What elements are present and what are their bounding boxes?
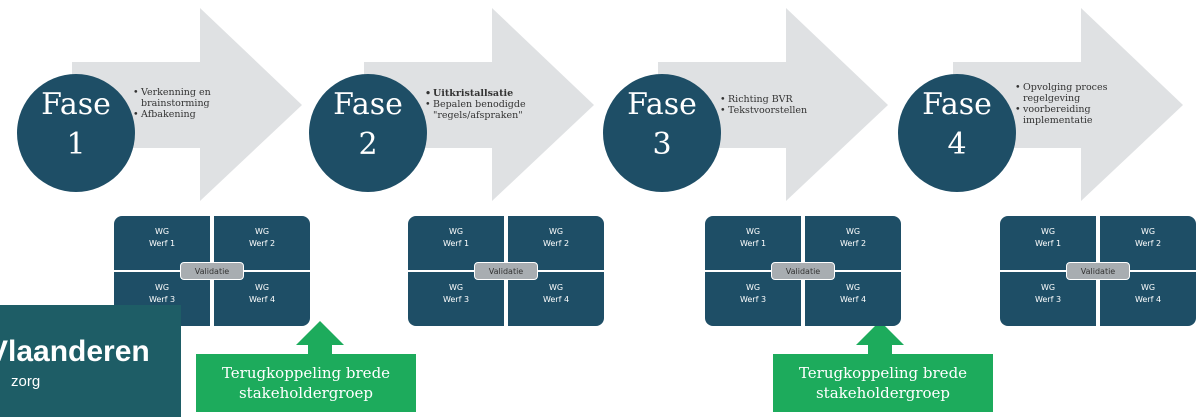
phase-3-bullet: Tekstvoorstellen: [720, 105, 840, 116]
feedback-line-1: Terugkoppeling brede: [798, 364, 968, 382]
validation-badge: Validatie: [1066, 262, 1130, 280]
phase-3-label: Fase: [627, 87, 697, 122]
feedback-line-1: Terugkoppeling brede: [221, 364, 391, 382]
phase-1-bullets: Verkenning en brainstorming Afbakening: [133, 87, 253, 120]
phase-3-circle: Fase 3: [603, 74, 721, 192]
feedback-up-arrow-2: [856, 321, 904, 356]
phase-4-label: Fase: [922, 87, 992, 122]
validation-badge: Validatie: [180, 262, 244, 280]
phase-4-bullet: Opvolging proces regelgeving: [1015, 82, 1125, 104]
validation-badge: Validatie: [771, 262, 835, 280]
phase-1-circle: Fase 1: [17, 74, 135, 192]
phase-2-bullet: Uitkristallsatie: [425, 88, 550, 99]
phase-3-bullet: Richting BVR: [720, 94, 840, 105]
phase-1-bullet: Afbakening: [133, 109, 253, 120]
feedback-line-2: stakeholdergroep: [815, 384, 951, 402]
phase-2-circle: Fase 2: [309, 74, 427, 192]
logo-name: Vlaanderen: [0, 335, 150, 368]
phase-4-bullets: Opvolging proces regelgeving voorbereidi…: [1015, 82, 1125, 126]
phase-1-bullet: Verkenning en brainstorming: [133, 87, 253, 109]
phase-4-circle: Fase 4: [898, 74, 1016, 192]
phase-4-bullet: voorbereiding implementatie: [1015, 104, 1125, 126]
logo-sub: zorg: [11, 373, 41, 390]
phase-2-label: Fase: [333, 87, 403, 122]
feedback-line-2: stakeholdergroep: [238, 384, 374, 402]
phase-3-bullets: Richting BVR Tekstvoorstellen: [720, 94, 840, 116]
phase-2-bullets: Uitkristallsatie Bepalen benodigde "rege…: [425, 88, 550, 121]
validation-badge: Validatie: [474, 262, 538, 280]
feedback-box-2: Terugkoppeling brede stakeholdergroep: [773, 354, 993, 412]
feedback-box-1: Terugkoppeling brede stakeholdergroep: [196, 354, 416, 412]
phase-1-label: Fase: [41, 87, 111, 122]
phase-2-number: 2: [358, 127, 378, 162]
phase-3-number: 3: [652, 127, 672, 162]
feedback-up-arrow-1: [296, 321, 344, 356]
phase-2-bullet: Bepalen benodigde "regels/afspraken": [425, 99, 550, 121]
vlaanderen-zorg-logo: Vlaanderen zorg: [0, 305, 181, 417]
phase-4-number: 4: [947, 127, 967, 162]
phase-1-number: 1: [66, 127, 86, 162]
